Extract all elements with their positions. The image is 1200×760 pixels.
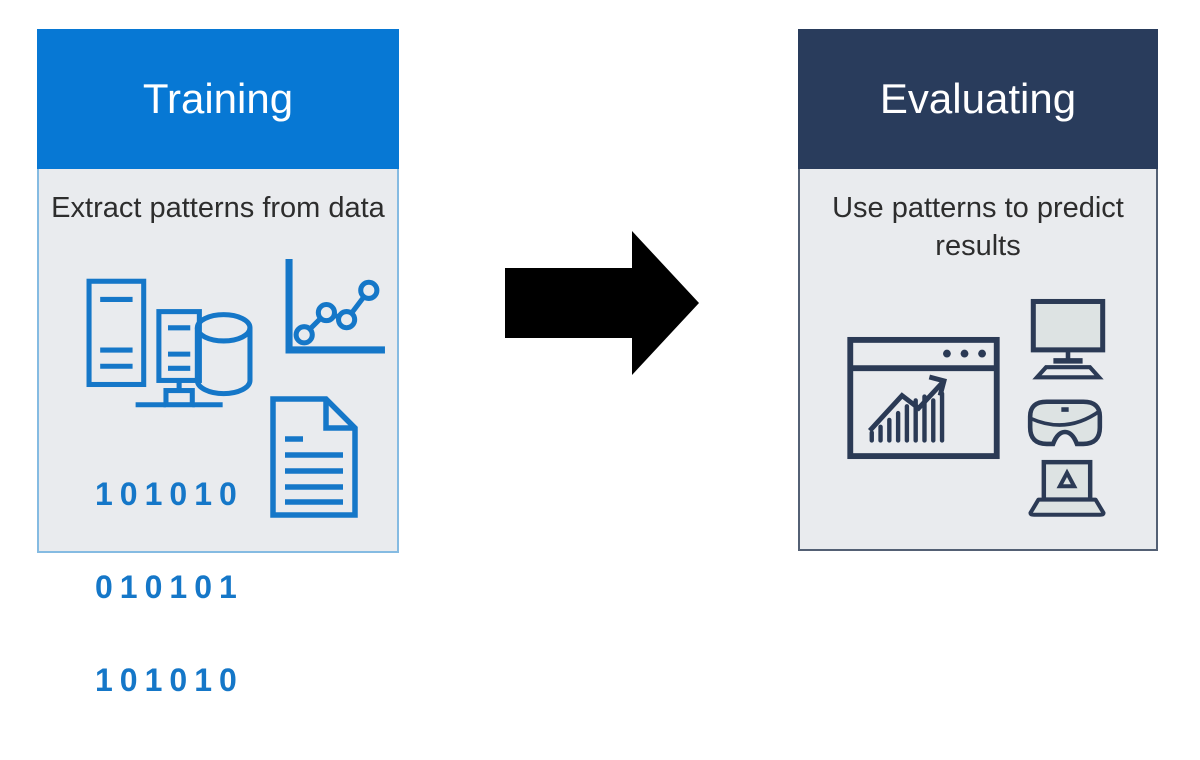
browser-chart-icon [845, 336, 1002, 460]
binary-line: 101010 [95, 476, 244, 512]
laptop-alert-icon [1026, 458, 1108, 518]
document-icon [265, 395, 363, 519]
training-card-header: Training [37, 29, 399, 169]
vr-headset-icon [1021, 398, 1109, 455]
monitor-icon [1026, 290, 1110, 386]
servers-database-icon [85, 274, 253, 414]
evaluating-description: Use patterns to predict results [832, 192, 1124, 262]
evaluating-title: Evaluating [879, 75, 1077, 122]
evaluating-card-header: Evaluating [798, 29, 1158, 169]
training-description: Extract patterns from data [51, 192, 385, 224]
training-card: Training Extract patterns from data [37, 29, 399, 696]
right-arrow [505, 231, 699, 375]
evaluating-card: Evaluating Use patterns to predict resul… [798, 29, 1158, 551]
line-chart-icon [279, 253, 394, 358]
binary-line: 101010 [95, 662, 244, 698]
training-title: Training [142, 75, 294, 122]
